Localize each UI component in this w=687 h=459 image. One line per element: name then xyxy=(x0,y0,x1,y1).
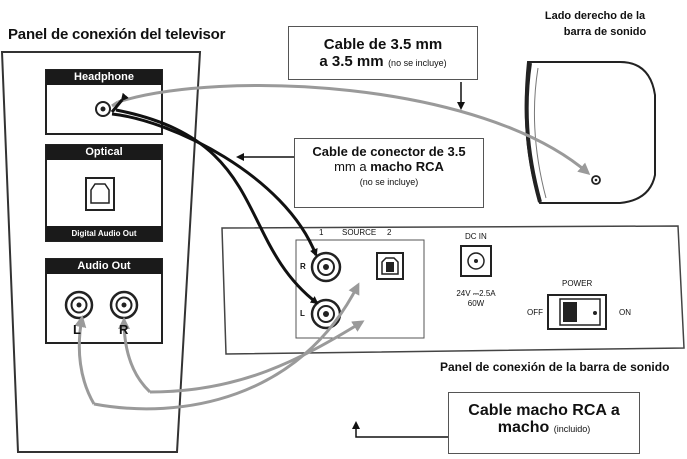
soundbar-r-label: R xyxy=(300,262,306,271)
gray-cable-3.5-to-3.5 xyxy=(117,84,591,175)
soundbar-rca-jacks xyxy=(310,251,342,330)
tv-panel-title: Panel de conexión del televisor xyxy=(8,26,226,43)
source-1-label: 1 xyxy=(319,228,324,237)
callout-rca-connector-line2-bold: macho RCA xyxy=(370,159,444,174)
callout-rca-rca-line1: Cable macho RCA a xyxy=(468,402,620,419)
callout-rca-rca-note: (incluido) xyxy=(553,424,591,434)
optical-caption: Digital Audio Out xyxy=(71,229,137,238)
callout-cable-35-line1: Cable de 3.5 mm xyxy=(323,36,443,53)
callout-cable-rca-rca: Cable macho RCA a macho (incluido) xyxy=(448,392,640,454)
soundbar-side-title-1: Lado derecho de la xyxy=(544,10,646,22)
callout-cable-35-line2: a 3.5 mm xyxy=(319,53,384,70)
callout-rca-connector-line2-prefix: mm a xyxy=(334,159,371,174)
black-cable-to-rca-l xyxy=(115,108,319,305)
headphone-label: Headphone xyxy=(74,71,134,83)
callout-rca-connector-line1: Cable de conector de 3.5 xyxy=(312,144,466,159)
tv-left-label: L xyxy=(73,322,81,337)
soundbar-side-view xyxy=(524,61,656,204)
soundbar-side-title-2: barra de sonido xyxy=(563,26,647,38)
source-2-label: 2 xyxy=(387,228,392,237)
black-cable-to-rca-r xyxy=(111,112,318,257)
off-label: OFF xyxy=(527,308,543,317)
dc-in-label: DC IN xyxy=(465,232,487,241)
arrow-cable-rca-rca xyxy=(352,421,448,438)
power-switch xyxy=(547,294,607,330)
soundbar-panel-title: Panel de conexión de la barra de sonido xyxy=(440,360,670,374)
power-spec-line1: 24V ⎓2.5A xyxy=(456,289,496,298)
soundbar-optical-port xyxy=(376,252,404,280)
gray-cable-rca-right xyxy=(149,320,365,394)
audio-out-label: Audio Out xyxy=(77,260,131,272)
on-label: ON xyxy=(619,308,631,317)
callout-rca-rca-line2: macho xyxy=(497,419,550,436)
soundbar-panel-outline xyxy=(221,225,685,355)
callout-cable-35-note: (no se incluye) xyxy=(388,58,447,68)
callout-cable-rca-connector: Cable de conector de 3.5 mm a macho RCA … xyxy=(294,138,484,208)
audio-out-section xyxy=(45,258,163,344)
optical-section xyxy=(45,144,163,242)
power-spec-line2: 60W xyxy=(467,299,485,308)
callout-cable-35: Cable de 3.5 mm a 3.5 mm (no se incluye) xyxy=(288,26,478,80)
callout-rca-connector-line2: mm a macho RCA xyxy=(295,159,483,174)
power-label: POWER xyxy=(562,279,593,288)
headphone-section xyxy=(45,69,163,135)
tv-right-label: R xyxy=(119,322,129,337)
optical-label: Optical xyxy=(85,146,123,158)
callout-rca-connector-note: (no se incluye) xyxy=(359,177,419,187)
gray-cable-rca-left xyxy=(93,282,360,411)
source-label: SOURCE xyxy=(342,228,377,237)
dc-in-port xyxy=(460,245,492,277)
soundbar-l-label: L xyxy=(300,309,305,318)
